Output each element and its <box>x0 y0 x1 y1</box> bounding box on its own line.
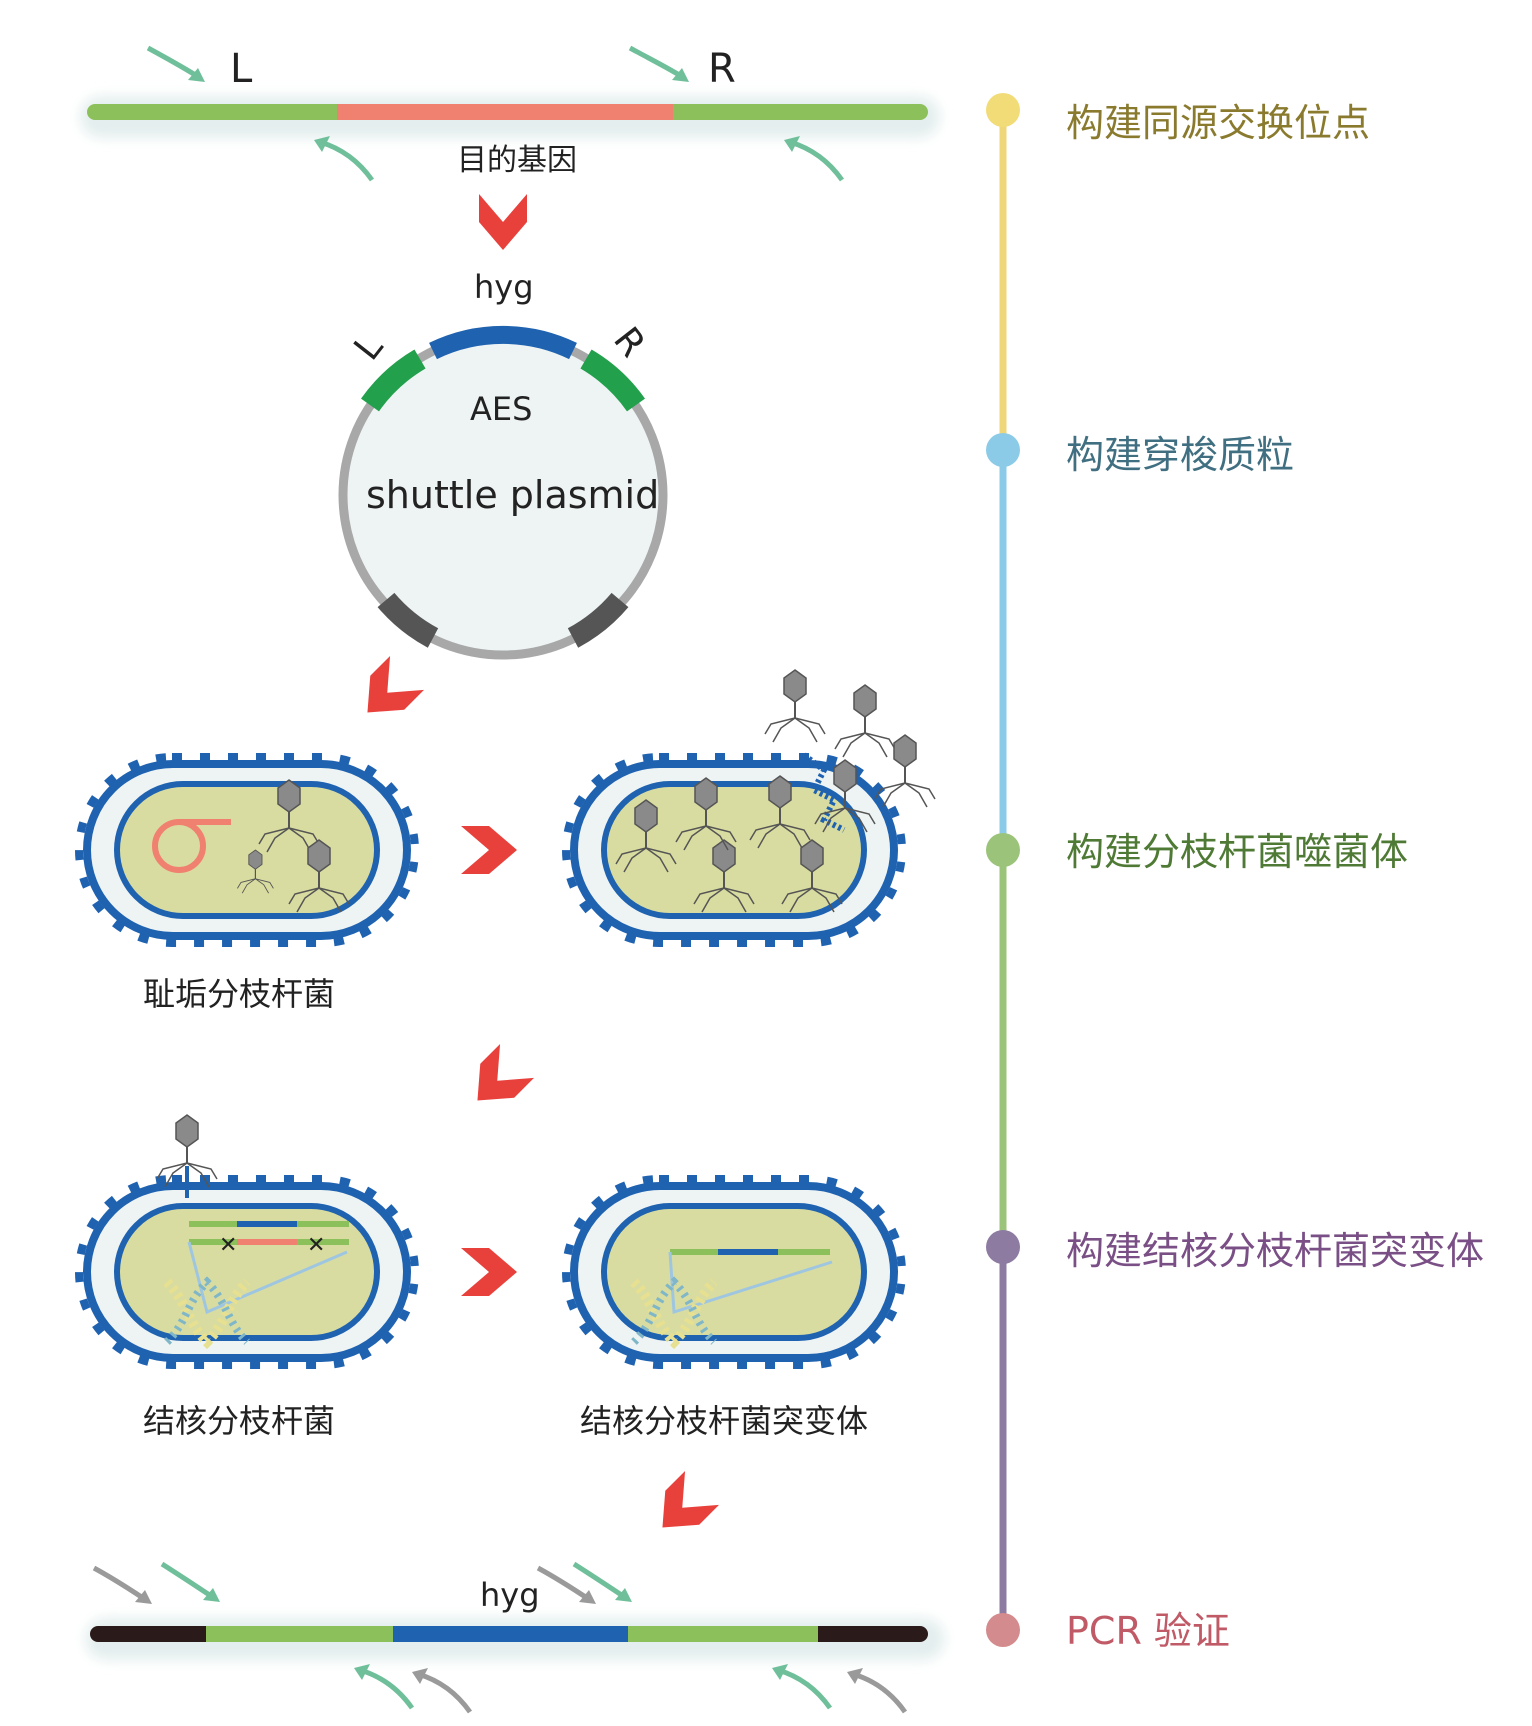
primer-arrow-icon <box>789 139 845 182</box>
timeline-dot-2 <box>986 433 1020 467</box>
flow-arrow-icon <box>461 1248 517 1296</box>
primer-arrow-icon <box>160 1561 216 1601</box>
timeline-dot-3 <box>986 833 1020 867</box>
flow-arrow-icon <box>645 1470 720 1545</box>
plasmid-name: shuttle plasmid <box>366 473 659 517</box>
timeline-step-5: PCR 验证 <box>1066 1609 1230 1653</box>
hyg-segment <box>429 325 577 360</box>
tuberculosis-cell: ✕ ✕ <box>79 1166 415 1365</box>
phage-icon <box>834 684 896 758</box>
primer-arrow-icon <box>628 45 686 81</box>
pcr-construct: hyg <box>85 1561 945 1714</box>
plasmid-left-label: L <box>347 327 392 368</box>
smegmatis-label: 耻垢分枝杆菌 <box>143 975 335 1013</box>
primer-arrow-icon <box>319 139 375 182</box>
phage-icon <box>764 669 826 743</box>
right-arm-segment <box>580 349 645 412</box>
smegmatis-cell <box>79 757 415 943</box>
phage-amplification-cell <box>566 752 902 943</box>
homology-construct: L R 目的基因 <box>80 45 940 182</box>
timeline-dot-5 <box>986 1613 1020 1647</box>
phage-icon <box>874 734 936 808</box>
target-gene-label: 目的基因 <box>457 143 577 178</box>
plasmid-marker-label: hyg <box>474 268 534 306</box>
primer-arrow-icon <box>92 1565 148 1603</box>
plasmid-marker-segment <box>567 592 629 648</box>
cell-burst-icon <box>802 752 846 833</box>
timeline-step-3: 构建分枝杆菌噬菌体 <box>1066 830 1408 874</box>
primer-arrow-icon <box>359 1667 415 1710</box>
crossover-icon: ✕ <box>219 1233 237 1258</box>
timeline-step-4: 构建结核分枝杆菌突变体 <box>1066 1229 1484 1273</box>
timeline: 构建同源交换位点 构建穿梭质粒 构建分枝杆菌噬菌体 构建结核分枝杆菌突变体 PC… <box>986 93 1484 1653</box>
left-arm-segment <box>361 349 426 412</box>
timeline-step-2: 构建穿梭质粒 <box>1066 433 1294 477</box>
primer-arrow-icon <box>536 1565 592 1603</box>
flow-arrow-icon <box>461 826 517 874</box>
timeline-dot-1 <box>986 93 1020 127</box>
primer-arrow-icon <box>417 1671 473 1714</box>
plasmid-marker-segment <box>377 592 439 648</box>
plasmid-ori-label: AES <box>470 390 532 428</box>
left-arm-label: L <box>230 46 253 92</box>
tuberculosis-label: 结核分枝杆菌 <box>143 1402 335 1440</box>
primer-arrow-icon <box>852 1671 908 1714</box>
mutant-cell <box>566 1179 902 1365</box>
shuttle-plasmid: hyg L R AES shuttle plasmid <box>338 268 668 660</box>
flow-arrow-icon <box>479 194 527 250</box>
crossover-icon: ✕ <box>307 1233 325 1258</box>
primer-arrow-icon <box>777 1667 833 1710</box>
mutant-label: 结核分枝杆菌突变体 <box>580 1402 868 1440</box>
primer-arrow-icon <box>146 45 202 81</box>
pcr-hyg-label: hyg <box>480 1576 540 1614</box>
right-arm-label: R <box>708 46 736 92</box>
timeline-dot-4 <box>986 1230 1020 1264</box>
flow-arrow-icon <box>350 655 425 730</box>
flow-arrow-icon <box>460 1043 535 1118</box>
timeline-step-1: 构建同源交换位点 <box>1066 101 1370 145</box>
plasmid-right-label: R <box>605 320 653 365</box>
